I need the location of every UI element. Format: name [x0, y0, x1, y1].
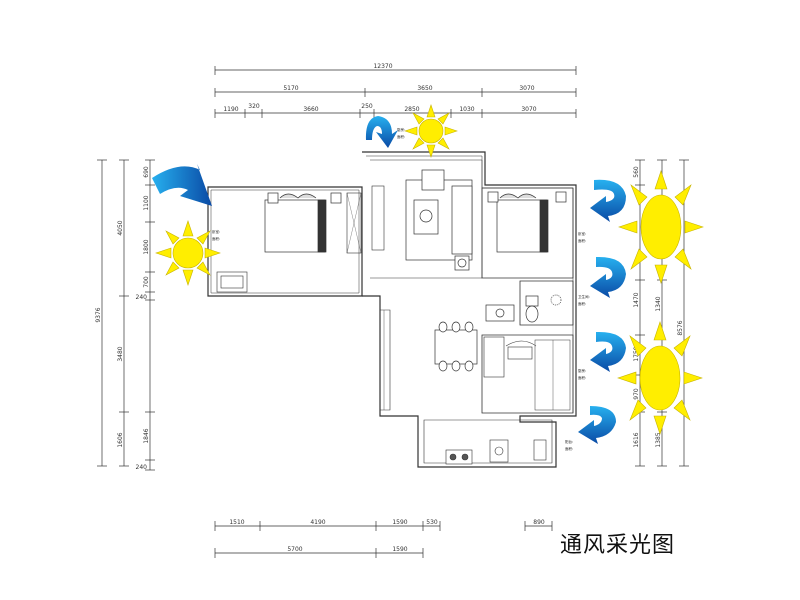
dim-left-detail-5: 1846 — [143, 428, 150, 443]
airflow-arrow-icon — [578, 406, 616, 444]
dim-right-detail-4: 1385 — [655, 432, 662, 447]
dim-left-detail-3: 700 — [143, 276, 150, 288]
dim-left-mid-0: 4050 — [117, 220, 124, 235]
dim-right-detail-3: 970 — [633, 388, 640, 400]
sun-icon — [155, 220, 221, 286]
dim-right-mid-1: 1616 — [633, 432, 640, 447]
room-label-balcony: 阳台: — [565, 439, 573, 444]
dim-right-total: 8576 — [677, 320, 684, 335]
walls — [207, 151, 577, 468]
airflow-arrow-icon — [590, 331, 626, 372]
room-label-top: 厨房: — [397, 127, 405, 132]
dim-left-total: 9376 — [95, 307, 102, 322]
kitchen-counter — [483, 336, 537, 378]
dim-right-detail-1: 1470 — [633, 292, 640, 307]
dim-left-detail-0: 690 — [143, 166, 150, 178]
dining-table-icon — [434, 321, 478, 372]
airflow-arrow-icon — [590, 256, 626, 298]
bed-icon — [264, 192, 342, 253]
cabinet-icon — [216, 271, 248, 293]
dimension-labels: 12370 5170 3650 3070 1190 320 3660 250 2… — [95, 63, 684, 553]
dim-top-detail-3: 250 — [361, 103, 373, 110]
sun-icon — [618, 170, 704, 284]
dim-top-detail-1: 320 — [248, 103, 260, 110]
room-label-bathroom: 卫生间: — [578, 294, 590, 299]
sun-icon — [404, 104, 458, 158]
airflow-arrow-icon — [365, 116, 398, 148]
dim-right-detail-0: 560 — [633, 166, 640, 178]
airflow-arrow-icon — [590, 179, 626, 222]
dim-top-mid-2: 3070 — [519, 85, 534, 92]
room-label-bathroom-area: 面积: — [578, 301, 586, 306]
dim-left-detail-4: 240 — [136, 294, 148, 301]
room-label-top-area: 面积: — [397, 134, 405, 139]
room-label-bedroom-1: 卧室: — [212, 229, 220, 234]
dim-bottom-detail-3: 530 — [426, 519, 438, 526]
toilet-icon — [485, 294, 562, 323]
room-label-bedroom-2: 卧室: — [578, 231, 586, 236]
bed-icon — [487, 191, 567, 253]
dim-bottom-detail-0: 1510 — [229, 519, 244, 526]
sun-icon — [617, 321, 703, 435]
dim-right-detail-2: 1750 — [633, 346, 640, 361]
dimension-lines — [97, 66, 689, 558]
room-label-kitchen: 厨房: — [578, 368, 586, 373]
dim-left-detail-6: 240 — [136, 464, 148, 471]
sofa-icon — [405, 169, 473, 271]
dim-left-detail-2: 1800 — [143, 239, 150, 254]
dim-left-mid-1: 3480 — [117, 346, 124, 361]
room-label-bedroom-1-area: 面积: — [212, 236, 220, 241]
dim-right-mid-0: 1340 — [655, 296, 662, 311]
dim-bottom-detail-4: 890 — [533, 519, 545, 526]
dim-top-detail-5: 1030 — [459, 106, 474, 113]
dim-top-total: 12370 — [373, 63, 392, 70]
dim-top-mid-1: 3650 — [417, 85, 432, 92]
dim-bottom-total-0: 5700 — [287, 546, 302, 553]
dim-bottom-total-1: 1590 — [392, 546, 407, 553]
dim-top-mid-0: 5170 — [283, 85, 298, 92]
dim-left-mid-2: 1606 — [117, 432, 124, 447]
dim-bottom-detail-2: 1590 — [392, 519, 407, 526]
room-label-balcony-area: 面积: — [565, 446, 573, 451]
room-label-bedroom-2-area: 面积: — [578, 238, 586, 243]
room-label-kitchen-area: 面积: — [578, 375, 586, 380]
dim-left-detail-1: 1100 — [143, 195, 150, 210]
dim-top-detail-2: 3660 — [303, 106, 318, 113]
dim-top-detail-4: 2850 — [404, 106, 419, 113]
airflow-arrow-icon — [152, 164, 212, 206]
room-labels: 卧室: 面积: 厨房: 面积: 卧室: 面积: 卫生间: 面积: 厨房: 面积:… — [212, 127, 590, 451]
dim-bottom-detail-1: 4190 — [310, 519, 325, 526]
stove-icon — [445, 439, 547, 465]
dim-top-detail-6: 3070 — [521, 106, 536, 113]
page-title: 通风采光图 — [560, 533, 676, 558]
dim-top-detail-0: 1190 — [223, 106, 238, 113]
